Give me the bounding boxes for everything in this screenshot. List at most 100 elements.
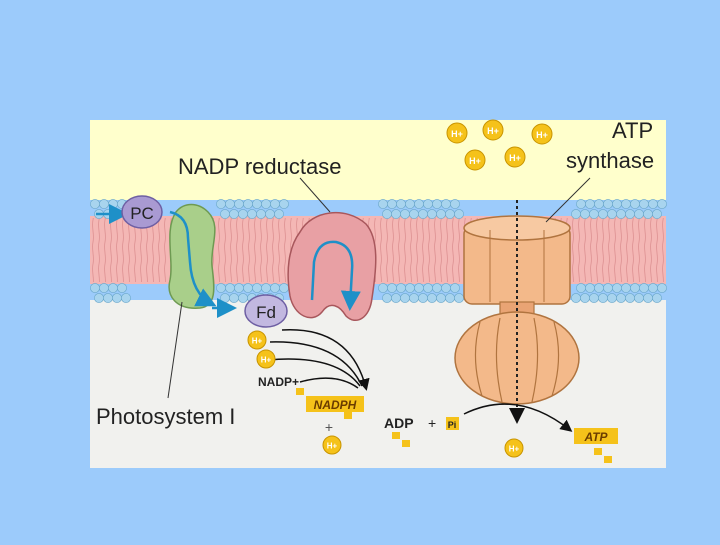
lipid-head — [625, 209, 635, 219]
lipid-head — [229, 293, 239, 303]
phosphate-icon — [402, 440, 410, 447]
lipid-head — [621, 199, 631, 209]
lipid-head — [99, 199, 109, 209]
nadp-reductase-complex — [287, 211, 377, 321]
lipid-head — [652, 293, 662, 303]
lumen-region — [90, 300, 666, 468]
h-ion-icon: H+ — [531, 123, 553, 145]
lipid-head — [652, 209, 662, 219]
reaction-curve — [267, 358, 361, 387]
h-ion-icon: H+ — [247, 330, 267, 350]
h-ion-icon: H+ — [464, 149, 486, 171]
nadp-reductase-leader — [299, 177, 331, 213]
lipid-head — [585, 199, 595, 209]
lipid-head — [657, 283, 667, 293]
h-ion-icon: H+ — [482, 119, 504, 141]
ferredoxin-shape — [244, 294, 288, 328]
lipid-head — [648, 199, 658, 209]
lipid-head — [220, 209, 230, 219]
lipid-head — [405, 283, 415, 293]
lipid-head — [274, 209, 284, 219]
lipid-head — [252, 283, 262, 293]
lipid-head — [432, 199, 442, 209]
pi-label: Pi — [448, 420, 457, 430]
lipid-head — [643, 293, 653, 303]
lipid-head — [216, 283, 226, 293]
lipid-head — [427, 209, 437, 219]
lipid-head — [423, 199, 433, 209]
reaction-curve — [269, 341, 363, 387]
lipid-head — [450, 283, 460, 293]
lipid-head — [436, 293, 446, 303]
photosystem-i-body — [168, 203, 216, 309]
lipid-head — [103, 293, 113, 303]
lipid-head — [117, 283, 127, 293]
nadp-reaction: NADP+ NADPH + — [258, 329, 370, 435]
h-ion-label: H+ — [469, 156, 481, 166]
phosphate-icon — [604, 456, 612, 463]
phosphate-icon — [296, 388, 304, 395]
lipid-head — [112, 293, 122, 303]
lipid-head — [616, 209, 626, 219]
lipid-head — [225, 199, 235, 209]
photosystem-label: Photosystem I — [96, 404, 235, 429]
adp-label: ADP — [384, 415, 414, 431]
lipid-head — [634, 293, 644, 303]
lipid-head — [576, 199, 586, 209]
pi-icon — [446, 417, 459, 430]
h-ion-label: H+ — [509, 445, 520, 454]
stroma-region — [90, 120, 666, 200]
h-ion-label: H+ — [327, 442, 338, 451]
lipid-head — [270, 199, 280, 209]
lipid-head — [279, 283, 289, 293]
lipid-head — [616, 293, 626, 303]
lipid-head — [90, 283, 100, 293]
lipid-head — [378, 199, 388, 209]
headpiece-lobe-line — [474, 321, 483, 397]
lipid-head — [238, 293, 248, 303]
lipid-head — [594, 283, 604, 293]
atp-reaction: ADP + Pi ATP — [384, 403, 618, 463]
lipid-head — [256, 209, 266, 219]
lipid-head — [418, 209, 428, 219]
lipid-head — [607, 293, 617, 303]
h-ion-icon: H+ — [504, 146, 526, 168]
headpiece-lobe-line — [531, 317, 539, 403]
atp-label: ATP — [583, 430, 608, 444]
lipid-head — [261, 283, 271, 293]
lipid-head — [99, 283, 109, 293]
lipid-head — [441, 199, 451, 209]
plus-adp: + — [428, 415, 436, 431]
lipid-head — [382, 209, 392, 219]
lipid-head — [571, 209, 581, 219]
lipid-head — [216, 199, 226, 209]
phosphate-icon — [594, 448, 602, 455]
lipid-head — [121, 293, 131, 303]
lipid-head — [630, 283, 640, 293]
atp-synthase-complex — [454, 200, 580, 424]
nadph-badge — [306, 396, 364, 412]
lipid-head — [265, 209, 275, 219]
lipid-head — [387, 199, 397, 209]
photosystem-leader — [167, 301, 183, 399]
lipid-head — [454, 293, 464, 303]
lipid-head — [243, 199, 253, 209]
lipid-head — [423, 283, 433, 293]
ferredoxin: Fd — [244, 294, 288, 328]
headpiece-lobe-line — [495, 317, 503, 403]
lipid-head — [657, 199, 667, 209]
lipid-head — [603, 199, 613, 209]
lipid-head — [229, 209, 239, 219]
lipid-head — [585, 283, 595, 293]
lipid-head — [621, 283, 631, 293]
lipid-head — [396, 283, 406, 293]
lipid-head — [639, 283, 649, 293]
lipid-head — [400, 293, 410, 303]
lipid-head — [90, 199, 100, 209]
lipid-head — [391, 209, 401, 219]
lipid-head — [409, 209, 419, 219]
lipid-head — [396, 199, 406, 209]
lipid-head — [594, 199, 604, 209]
lipid-head — [450, 199, 460, 209]
